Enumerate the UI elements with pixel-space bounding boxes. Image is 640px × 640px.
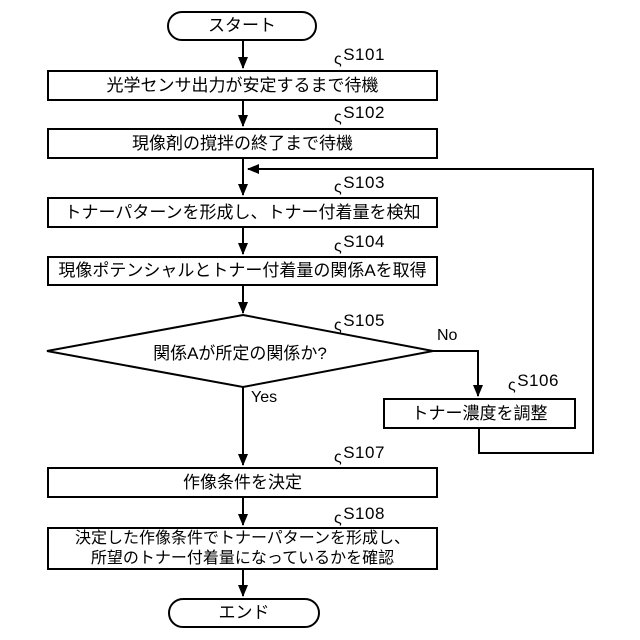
leader-squiggle: ς <box>508 377 517 394</box>
arrow-loop-return <box>247 164 594 454</box>
leader-squiggle: ς <box>334 51 343 68</box>
step-label-s105: ςS105 <box>334 311 385 334</box>
leader-squiggle: ς <box>334 510 343 527</box>
process-s102: 現像剤の撹拌の終了まで待機 <box>47 128 438 159</box>
leader-squiggle: ς <box>334 449 343 466</box>
branch-label-no: No <box>437 327 458 344</box>
process-s108: 決定した作像条件でトナーパターンを形成し、 所望のトナー付着量になっているかを確… <box>47 527 438 570</box>
process-s107-text: 作像条件を決定 <box>183 472 302 492</box>
leader-squiggle: ς <box>334 179 343 196</box>
process-s101: 光学センサ出力が安定するまで待機 <box>47 70 438 101</box>
process-s103: トナーパターンを形成し、トナー付着量を検知 <box>47 197 438 228</box>
leader-squiggle: ς <box>334 109 343 126</box>
process-s108-text-line2: 所望のトナー付着量になっているかを確認 <box>90 549 395 567</box>
process-s102-text: 現像剤の撹拌の終了まで待機 <box>132 133 353 153</box>
branch-label-yes: Yes <box>251 389 278 406</box>
step-label-s108: ςS108 <box>334 504 385 527</box>
step-label-s101: ςS101 <box>334 45 385 68</box>
process-s107: 作像条件を決定 <box>47 467 438 498</box>
step-label-s107: ςS107 <box>334 443 385 466</box>
step-label-s102: ςS102 <box>334 103 385 126</box>
leader-squiggle: ς <box>334 317 343 334</box>
process-s103-text: トナーパターンを形成し、トナー付着量を検知 <box>64 202 421 222</box>
process-s104-text: 現像ポテンシャルとトナー付着量の関係Aを取得 <box>58 261 427 281</box>
step-label-s104: ςS104 <box>334 232 385 255</box>
process-s101-text: 光学センサ出力が安定するまで待機 <box>106 75 379 95</box>
end-label: エンド <box>218 603 270 623</box>
decision-s105-text: 関係Aが所定の関係か? <box>153 343 327 363</box>
process-s106-text: トナー濃度を調整 <box>411 403 548 423</box>
process-s104: 現像ポテンシャルとトナー付着量の関係Aを取得 <box>47 256 438 286</box>
decision-diamond <box>46 313 434 389</box>
step-label-s103: ςS103 <box>334 173 385 196</box>
process-s108-text-line1: 決定した作像条件でトナーパターンを形成し、 <box>74 529 411 547</box>
start-terminator: スタート <box>167 11 317 41</box>
process-s106: トナー濃度を調整 <box>383 398 576 429</box>
end-terminator: エンド <box>168 598 320 628</box>
step-label-s106: ςS106 <box>508 371 559 394</box>
leader-squiggle: ς <box>334 238 343 255</box>
decision-s105: 関係Aが所定の関係か? <box>47 316 433 386</box>
arrow-no-to-s106 <box>433 350 483 397</box>
start-label: スタート <box>208 16 276 36</box>
